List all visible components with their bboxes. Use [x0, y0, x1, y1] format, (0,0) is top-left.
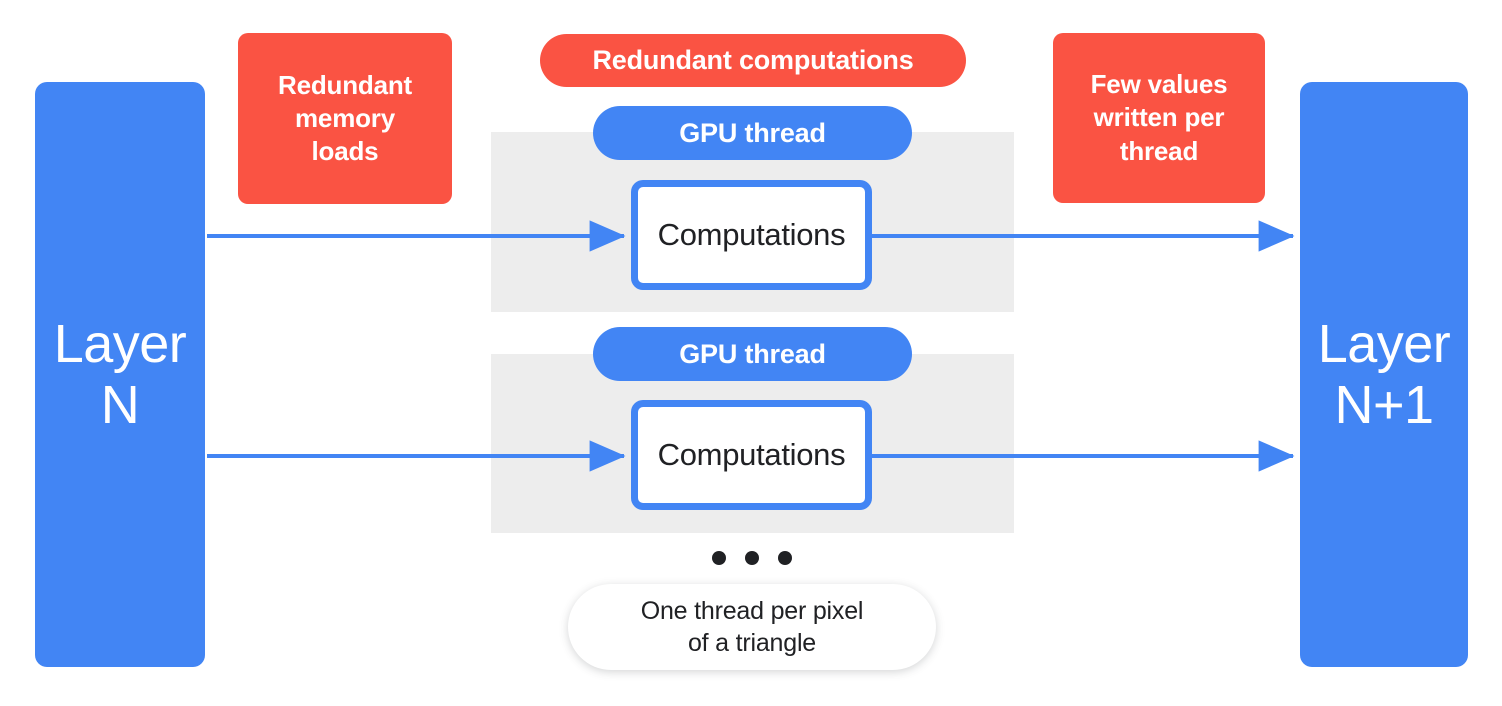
callout-few-values-written: Few values written per thread [1053, 33, 1265, 203]
callout-redundant-memory-loads: Redundant memory loads [238, 33, 452, 204]
dot-1 [712, 551, 726, 565]
gpu-thread-pill-1: GPU thread [593, 106, 912, 160]
caption-one-thread-per-pixel: One thread per pixel of a triangle [568, 584, 936, 670]
layer-n-label: Layer N [53, 314, 187, 435]
dot-2 [745, 551, 759, 565]
layer-n-plus-1-block: Layer N+1 [1300, 82, 1468, 667]
ellipsis-dots-icon [712, 549, 792, 567]
callout-redundant-computations: Redundant computations [540, 34, 966, 87]
callout-redundant-computations-label: Redundant computations [592, 45, 914, 75]
gpu-thread-pill-2: GPU thread [593, 327, 912, 381]
callout-memory-loads-label: Redundant memory loads [278, 69, 412, 167]
computations-label-2: Computations [657, 437, 846, 472]
computations-box-2: Computations [631, 400, 872, 510]
layer-n-block: Layer N [35, 82, 205, 667]
computations-box-1: Computations [631, 180, 872, 290]
gpu-thread-label-2: GPU thread [679, 338, 826, 369]
caption-label: One thread per pixel of a triangle [640, 596, 864, 658]
dot-3 [778, 551, 792, 565]
layer-n-plus-1-label: Layer N+1 [1317, 314, 1451, 435]
gpu-thread-label-1: GPU thread [679, 117, 826, 148]
computations-label-1: Computations [657, 217, 846, 252]
callout-few-values-label: Few values written per thread [1090, 69, 1228, 166]
